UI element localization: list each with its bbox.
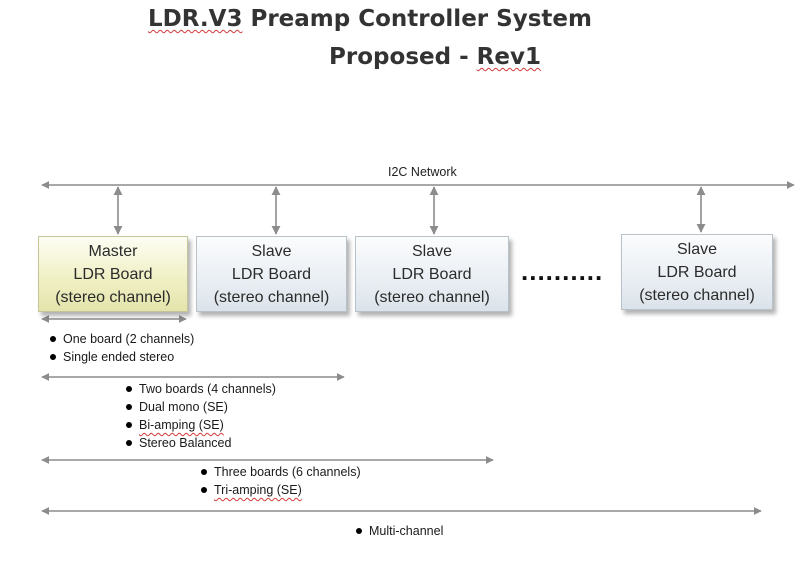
list-item: Single ended stereo xyxy=(50,348,194,366)
list-item: Multi-channel xyxy=(356,522,443,540)
bullet-icon xyxy=(201,469,207,475)
list-item: One board (2 channels) xyxy=(50,330,194,348)
board-role: Master xyxy=(88,242,138,260)
board-type: LDR Board xyxy=(657,263,737,281)
bullet-icon xyxy=(126,422,132,428)
board-type: LDR Board xyxy=(392,265,472,283)
board-type: LDR Board xyxy=(231,265,312,283)
slave-ldr-board-1: Slave LDR Board (stereo channel) xyxy=(196,236,347,312)
bullet-icon xyxy=(50,354,56,360)
list-item-text: Bi-amping (SE) xyxy=(139,418,224,432)
list-item-text: Multi-channel xyxy=(369,524,444,538)
title-line1-rest: Preamp Controller System xyxy=(242,6,592,32)
list-item-text: Three boards (6 channels) xyxy=(214,465,361,479)
board-channel: (stereo channel) xyxy=(55,288,171,306)
config-multi-channel: Multi-channel xyxy=(356,522,443,540)
board-role: Slave xyxy=(251,242,292,260)
diagram-title-line1: LDR.V3 Preamp Controller System xyxy=(0,6,775,32)
slave-ldr-board-n: Slave LDR Board (stereo channel) xyxy=(621,234,773,310)
config-two-boards: Two boards (4 channels) Dual mono (SE) B… xyxy=(126,380,276,452)
title-rev: Rev1 xyxy=(476,44,541,70)
list-item-text: Two boards (4 channels) xyxy=(139,382,276,396)
list-item: Two boards (4 channels) xyxy=(126,380,276,398)
list-item-text: Tri-amping (SE) xyxy=(214,483,302,497)
bullet-icon xyxy=(126,386,132,392)
list-item: Stereo Balanced xyxy=(126,434,276,452)
board-role: Slave xyxy=(411,242,453,260)
slave-ldr-board-2: Slave LDR Board (stereo channel) xyxy=(355,236,509,312)
config-one-board: One board (2 channels) Single ended ster… xyxy=(50,330,194,366)
list-item: Tri-amping (SE) xyxy=(201,481,361,499)
board-channel: (stereo channel) xyxy=(639,286,755,304)
list-item: Three boards (6 channels) xyxy=(201,463,361,481)
bullet-icon xyxy=(126,440,132,446)
list-item-text: One board (2 channels) xyxy=(63,332,195,346)
title-proposed: Proposed - xyxy=(329,44,477,70)
bullet-icon xyxy=(50,336,56,342)
list-item-text: Single ended stereo xyxy=(63,350,175,364)
list-item: Dual mono (SE) xyxy=(126,398,276,416)
title-ldr-v3: LDR.V3 xyxy=(148,6,243,32)
list-item-text: Dual mono (SE) xyxy=(139,400,228,414)
config-three-boards: Three boards (6 channels) Tri-amping (SE… xyxy=(201,463,361,499)
i2c-network-label: I2C Network xyxy=(388,165,457,179)
board-type: LDR Board xyxy=(73,265,153,283)
board-role: Slave xyxy=(676,240,718,258)
board-channel: (stereo channel) xyxy=(374,288,490,306)
board-channel: (stereo channel) xyxy=(213,288,330,306)
list-item: Bi-amping (SE) xyxy=(126,416,276,434)
bullet-icon xyxy=(201,487,207,493)
more-boards-ellipsis: .......... xyxy=(521,256,604,286)
bullet-icon xyxy=(356,528,362,534)
bullet-icon xyxy=(126,404,132,410)
list-item-text: Stereo Balanced xyxy=(139,436,232,450)
diagram-title-line2: Proposed - Rev1 xyxy=(30,44,810,70)
master-ldr-board: Master LDR Board (stereo channel) xyxy=(38,236,188,312)
